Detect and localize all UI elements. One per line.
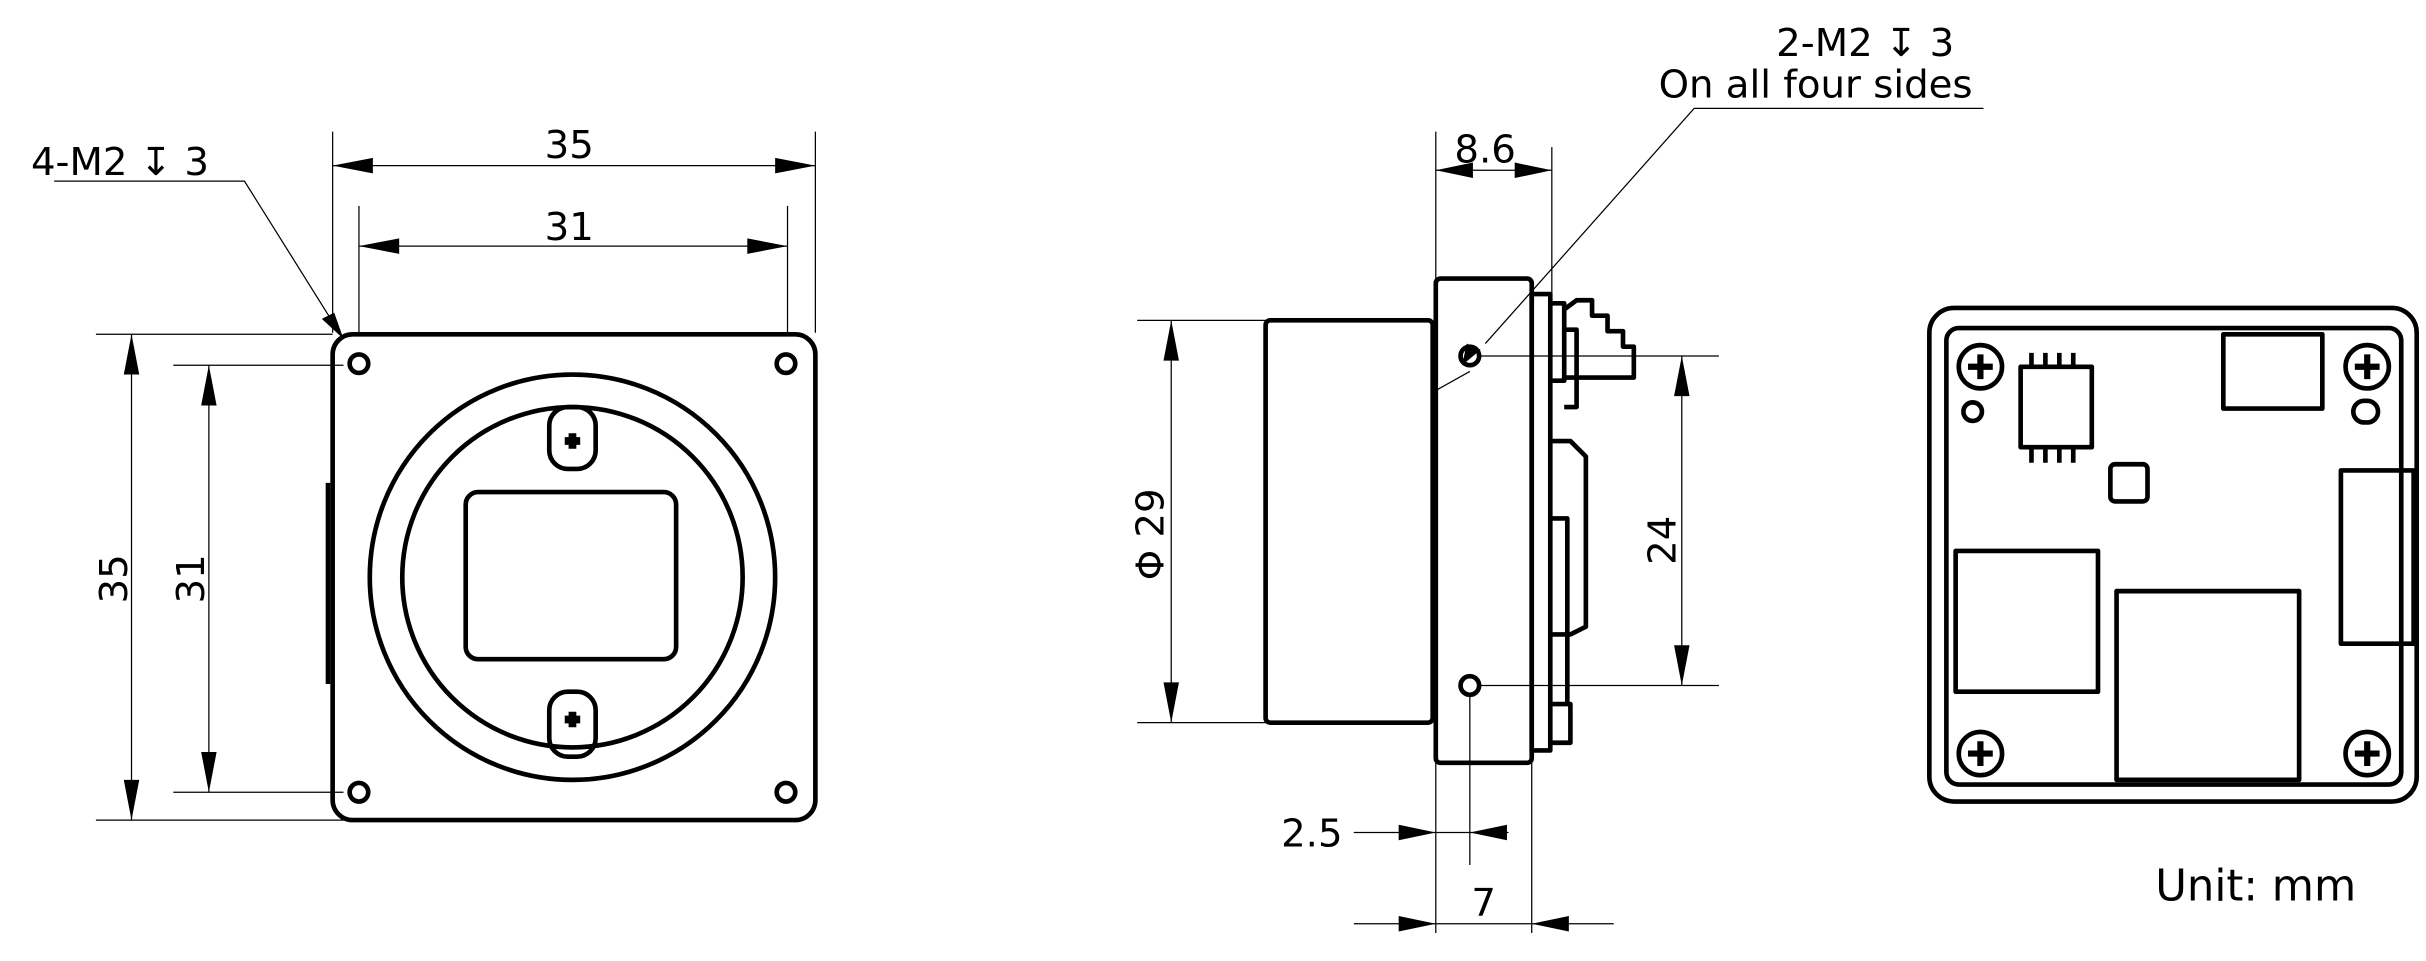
dimension-label: 7 <box>1471 881 1496 926</box>
screw-icon <box>2343 729 2392 778</box>
screw-icon <box>546 404 598 472</box>
dimension-label: 35 <box>545 123 594 168</box>
front-view: 35 31 35 31 4-M2 ↧ 3 <box>31 123 818 823</box>
dimension-lens-diameter: Φ 29 <box>1128 319 1266 724</box>
mount-hole <box>774 780 798 804</box>
callout-label: 2-M2 ↧ 3 <box>1776 21 1954 66</box>
dimension-height-35: 35 <box>92 333 344 821</box>
connector-top <box>2220 331 2325 411</box>
screw-icon <box>2343 342 2392 391</box>
connector <box>1551 297 1637 410</box>
dimension-width-35: 35 <box>332 123 816 333</box>
dimension-label: 35 <box>92 554 137 603</box>
side-view: 8.6 Φ 29 24 2.5 7 2-M2 ↧ 3 On all four s… <box>1128 21 1984 934</box>
dimension-label: 8.6 <box>1454 128 1515 173</box>
dimension-height-31: 31 <box>169 364 344 793</box>
dimension-flange-7: 7 <box>1353 881 1614 932</box>
back-housing-outline <box>1927 305 2420 804</box>
side-hole <box>1458 673 1482 698</box>
dimension-label: 31 <box>169 554 214 603</box>
connector-right <box>2338 468 2416 647</box>
dimension-label: 31 <box>545 205 594 250</box>
front-flange <box>1433 276 1535 766</box>
dimension-label: 24 <box>1641 516 1686 565</box>
dimension-label: 2.5 <box>1281 811 1342 856</box>
back-view <box>1927 305 2420 804</box>
small-chip <box>2108 461 2150 504</box>
screw-icon <box>546 689 598 759</box>
dimension-hole-offset-2-5: 2.5 <box>1281 694 1533 934</box>
callout-label: 4-M2 ↧ 3 <box>31 140 209 185</box>
thread-callout-side: 2-M2 ↧ 3 On all four sides <box>1430 21 1984 394</box>
side-components <box>1551 438 1589 746</box>
callout-label: On all four sides <box>1659 63 1973 108</box>
unit-label: Unit: mm <box>2155 862 2356 912</box>
dimension-label: Φ 29 <box>1128 488 1173 580</box>
pcb-hole <box>1961 400 1985 424</box>
dimension-width-31: 31 <box>358 205 789 333</box>
screw-icon <box>1956 729 2005 778</box>
thread-callout-front: 4-M2 ↧ 3 <box>31 140 344 339</box>
mount-hole <box>347 780 371 804</box>
mount-hole <box>774 352 798 376</box>
sensor-window <box>463 489 679 662</box>
component-left <box>1953 548 2101 695</box>
pcb-slot <box>2350 398 2381 425</box>
lens-mount-inner-ring <box>399 404 745 750</box>
front-housing-outline <box>330 331 818 823</box>
ic-chip <box>2018 364 2095 450</box>
lens-body <box>1263 318 1436 725</box>
mount-hole <box>347 352 371 376</box>
pcb-board <box>1529 291 1553 753</box>
component-center <box>2114 588 2302 783</box>
dimension-depth-8-6: 8.6 <box>1435 128 1553 295</box>
dimension-hole-spacing-24: 24 <box>1479 355 1719 687</box>
lens-mount-outer-ring <box>367 372 778 783</box>
back-pcb-outline <box>1944 325 2404 787</box>
screw-icon <box>1956 342 2005 391</box>
